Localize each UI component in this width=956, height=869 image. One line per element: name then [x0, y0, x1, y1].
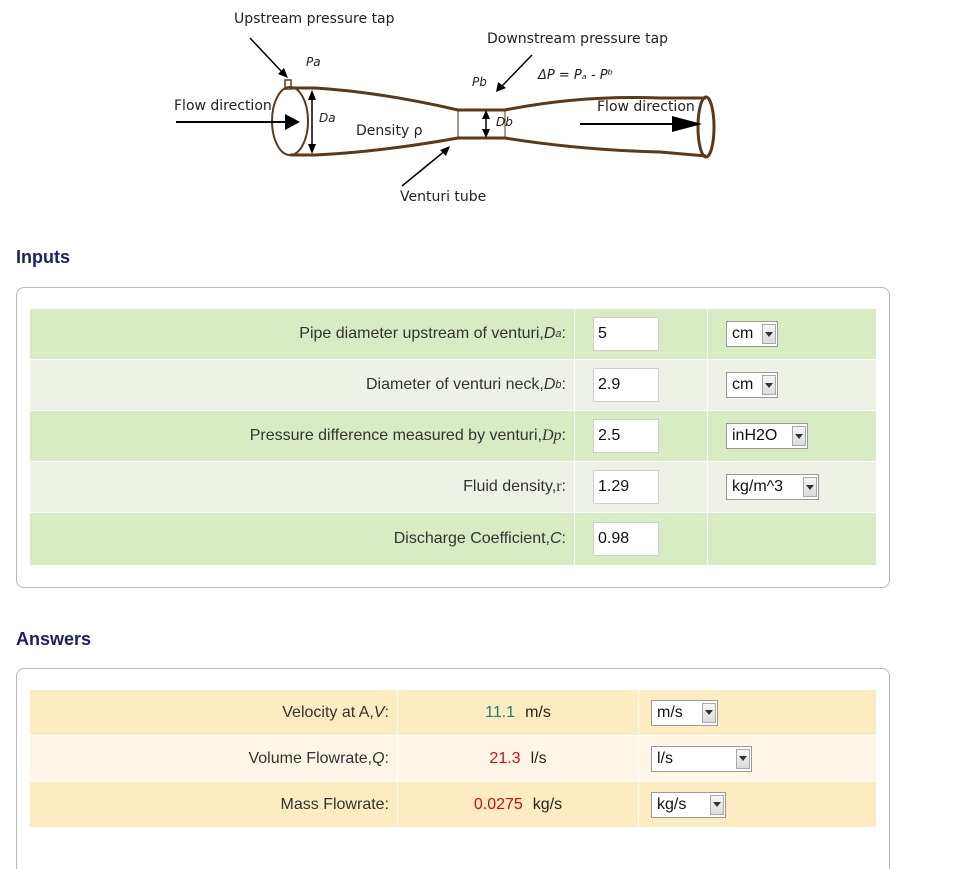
answer-label: Volume Flowrate, Q:: [30, 736, 398, 781]
input-row-discharge-coefficient: Discharge Coefficient, C:: [30, 513, 876, 565]
inputs-panel: Pipe diameter upstream of venturi, Da: c…: [16, 287, 890, 588]
upstream-diameter-unit-select[interactable]: cm: [726, 321, 778, 347]
mass-flowrate-value: 0.0275: [473, 795, 523, 813]
chevron-down-icon: [702, 702, 716, 723]
neck-diameter-unit-select[interactable]: cm: [726, 372, 778, 398]
velocity-value: 11.1: [485, 703, 516, 721]
chevron-down-icon: [762, 375, 776, 395]
pressure-difference-unit-select[interactable]: inH2O: [726, 423, 808, 449]
answer-label: Velocity at A, V:: [30, 690, 398, 735]
velocity-unit-select[interactable]: m/s: [651, 699, 718, 726]
density-label: Density ρ: [356, 123, 423, 139]
chevron-down-icon: [803, 477, 817, 497]
inputs-heading: Inputs: [16, 247, 70, 267]
chevron-down-icon: [710, 794, 724, 815]
upstream-diameter-input[interactable]: [593, 317, 659, 351]
flow-direction-left-label: Flow direction: [174, 98, 272, 114]
input-label: Pressure difference measured by venturi,…: [30, 411, 575, 461]
discharge-coefficient-input[interactable]: [593, 522, 659, 556]
mass-flowrate-unit-select[interactable]: kg/s: [651, 791, 726, 818]
input-label: Fluid density, r:: [30, 462, 575, 512]
da-symbol: Da: [319, 111, 336, 125]
chevron-down-icon: [736, 748, 750, 769]
answer-row-volume-flowrate: Volume Flowrate, Q: 21.3 l/s l/s: [30, 736, 876, 781]
mass-flowrate-unit-text: kg/s: [532, 795, 563, 813]
answer-label: Mass Flowrate:: [30, 782, 398, 827]
db-symbol: Db: [496, 115, 513, 129]
volume-flowrate-value: 21.3: [489, 749, 521, 767]
pressure-difference-input[interactable]: [593, 419, 659, 453]
pa-symbol: Pa: [306, 55, 321, 69]
neck-diameter-input[interactable]: [593, 368, 659, 402]
downstream-tap-label: Downstream pressure tap: [487, 31, 669, 47]
venturi-diagram: Upstream pressure tap Downstream pressur…: [150, 0, 750, 220]
answer-row-mass-flowrate: Mass Flowrate: 0.0275 kg/s kg/s: [30, 782, 876, 827]
fluid-density-unit-select[interactable]: kg/m^3: [726, 474, 819, 500]
answers-panel: Velocity at A, V: 11.1 m/s m/s Volume Fl…: [16, 668, 890, 869]
answer-row-velocity: Velocity at A, V: 11.1 m/s m/s: [30, 690, 876, 735]
venturi-tube-drawing: [176, 37, 716, 187]
upstream-tap-label: Upstream pressure tap: [234, 11, 395, 27]
volume-flowrate-unit-select[interactable]: l/s: [651, 745, 752, 772]
input-row-neck-diameter: Diameter of venturi neck, Db: cm: [30, 360, 876, 410]
delta-p-formula: ΔP = Pₐ - Pᵇ: [538, 68, 614, 83]
pb-symbol: Pb: [472, 75, 487, 89]
volume-flowrate-unit-text: l/s: [530, 749, 547, 767]
answers-heading: Answers: [16, 629, 92, 649]
venturi-tube-label: Venturi tube: [400, 189, 487, 205]
input-row-pressure-difference: Pressure difference measured by venturi,…: [30, 411, 876, 461]
input-row-fluid-density: Fluid density, r: kg/m^3: [30, 462, 876, 512]
input-row-upstream-diameter: Pipe diameter upstream of venturi, Da: c…: [30, 309, 876, 359]
velocity-unit-text: m/s: [525, 703, 551, 721]
input-label: Discharge Coefficient, C:: [30, 513, 575, 565]
chevron-down-icon: [792, 426, 806, 446]
chevron-down-icon: [762, 324, 776, 344]
flow-direction-right-label: Flow direction: [597, 99, 695, 115]
fluid-density-input[interactable]: [593, 470, 659, 504]
